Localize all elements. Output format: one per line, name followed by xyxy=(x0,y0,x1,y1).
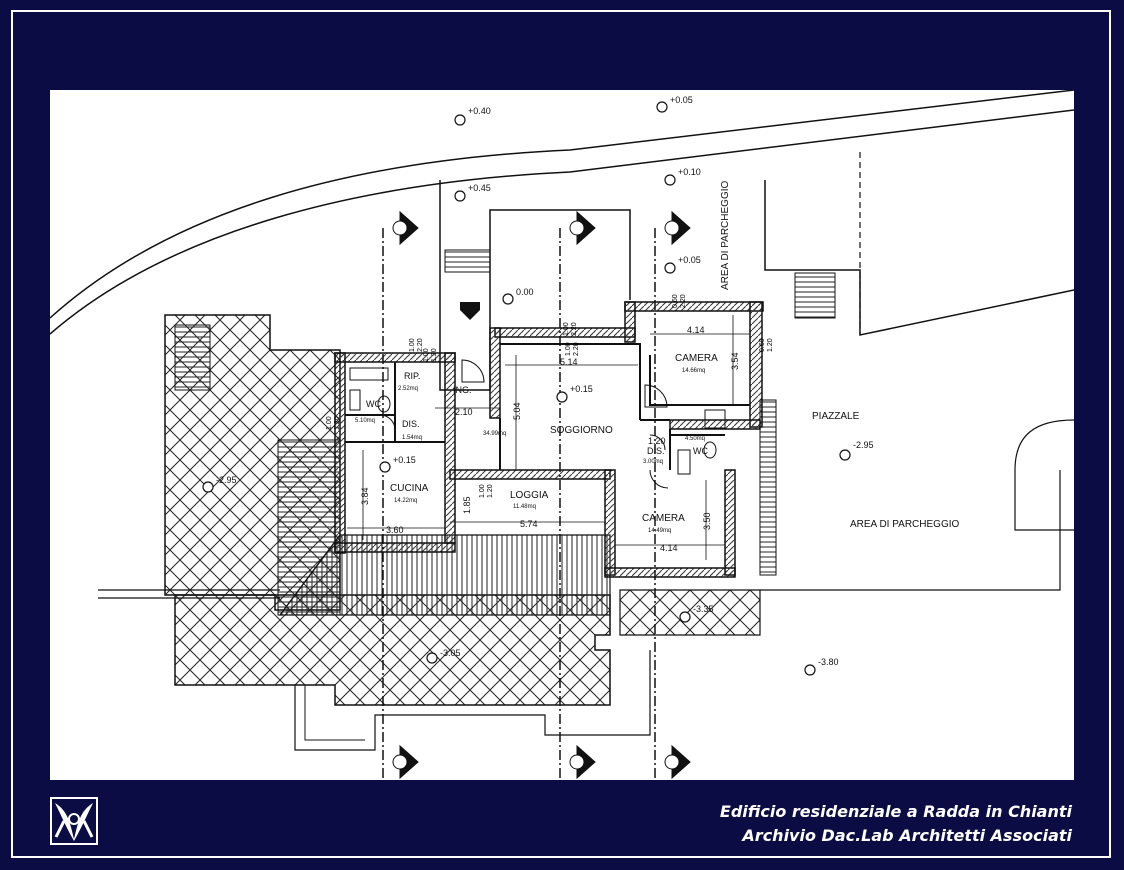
level-label: -3.35 xyxy=(693,604,714,614)
dimension-label: 5.14 xyxy=(560,357,578,367)
dimension-label: 5.74 xyxy=(520,519,538,529)
opening-dimension-value: 2.20 xyxy=(571,322,578,336)
opening-dimension-value: 1.00 xyxy=(563,322,570,336)
dimension-label: 2.10 xyxy=(455,407,473,417)
level-label: -3.80 xyxy=(818,657,839,667)
room-area-rip: 2.52mq xyxy=(398,386,418,392)
room-area-loggia: 11.48mq xyxy=(513,504,536,510)
dimension-label: 5.04 xyxy=(512,402,522,420)
level-label: +0.15 xyxy=(570,384,593,394)
level-label: -2.95 xyxy=(853,440,874,450)
dimension-label: 4.14 xyxy=(660,543,678,553)
caption: Edificio residenziale a Radda in Chianti… xyxy=(720,800,1072,848)
opening-dimension-value: 1.00 xyxy=(479,484,486,498)
room-label-camera-1: CAMERA xyxy=(675,353,718,364)
level-label: +0.05 xyxy=(670,95,693,105)
dac-lab-logo-icon xyxy=(50,797,98,845)
dimension-label: 1.85 xyxy=(462,496,472,514)
dimension-label: 3.84 xyxy=(360,487,370,505)
area-label-piazzale: PIAZZALE xyxy=(812,411,860,422)
room-label-rip: RIP. xyxy=(404,371,420,381)
area-label-parcheggio-upper: AREA DI PARCHEGGIO xyxy=(720,180,731,290)
level-label: 0.00 xyxy=(516,287,534,297)
level-label: +0.45 xyxy=(468,183,491,193)
room-area-soggiorno: 34.99mq xyxy=(483,431,506,437)
level-label: +0.10 xyxy=(678,167,701,177)
room-area-camera-2: 14.49mq xyxy=(648,528,671,534)
room-label-wc-1: WC xyxy=(366,399,381,409)
room-area-dis-1: 1.54mq xyxy=(402,435,422,441)
room-area-cucina: 14.22mq xyxy=(394,498,417,504)
room-label-camera-2: CAMERA xyxy=(642,513,685,524)
opening-dimension-value: 1.00 xyxy=(409,338,416,352)
opening-dimension-value: 1.20 xyxy=(767,338,774,352)
area-label-parcheggio-lower: AREA DI PARCHEGGIO xyxy=(850,519,960,530)
room-label-cucina: CUCINA xyxy=(390,483,429,494)
room-area-dis-2: 3.00mq xyxy=(643,459,663,465)
level-label: +0.05 xyxy=(678,255,701,265)
level-label: +0.15 xyxy=(393,455,416,465)
room-label-wc-2: WC xyxy=(693,446,708,456)
room-label-loggia: LOGGIA xyxy=(510,490,549,501)
dimension-label: 3.50 xyxy=(702,512,712,530)
level-label: +0.40 xyxy=(468,106,491,116)
caption-archive: Archivio Dac.Lab Architetti Associati xyxy=(742,826,1072,845)
opening-dimension-value: 1.20 xyxy=(487,484,494,498)
floor-plan: CAMERA 14.66mq SOGGIORNO 34.99mq CUCINA … xyxy=(50,90,1074,780)
dimension-label: 1.20 xyxy=(648,436,666,446)
room-label-dis-2: DIS. xyxy=(647,446,665,456)
opening-dimension-value: 0.60 xyxy=(759,338,766,352)
room-label-soggiorno: SOGGIORNO xyxy=(550,425,613,436)
room-area-wc-1: 5.10mq xyxy=(355,418,375,424)
outer-frame xyxy=(11,10,1111,858)
opening-dimension-value: 2.20 xyxy=(417,338,424,352)
opening-dimension-value: 1.00 xyxy=(565,342,572,356)
entrance-arrow-icon xyxy=(460,302,480,320)
floor-plan-drawing: CAMERA 14.66mq SOGGIORNO 34.99mq CUCINA … xyxy=(50,90,1074,780)
dimension-label: 3.60 xyxy=(386,525,404,535)
opening-dimension-value: 2.20 xyxy=(573,342,580,356)
opening-dimension-value: 0.60 xyxy=(672,294,679,308)
room-label-ingresso: ING. xyxy=(453,385,472,395)
section-markers xyxy=(392,210,691,780)
level-marker-icons xyxy=(202,101,851,676)
level-label: -2.95 xyxy=(216,475,237,485)
opening-dimension-value: 1.00 xyxy=(423,348,430,362)
opening-dimension-value: 2.20 xyxy=(680,294,687,308)
opening-dimension-value: 1.20 xyxy=(431,348,438,362)
caption-title: Edificio residenziale a Radda in Chianti xyxy=(719,802,1072,821)
room-area-wc-2: 4.50mq xyxy=(685,436,705,442)
opening-dimension-value: 1.00 xyxy=(326,416,333,430)
level-label: -3.05 xyxy=(440,648,461,658)
room-area-camera-1: 14.66mq xyxy=(682,368,705,374)
dimension-label: 4.14 xyxy=(687,325,705,335)
room-label-dis-1: DIS. xyxy=(402,419,420,429)
dimension-label: 3.54 xyxy=(730,352,740,370)
opening-dimension-value: 1.20 xyxy=(334,416,341,430)
